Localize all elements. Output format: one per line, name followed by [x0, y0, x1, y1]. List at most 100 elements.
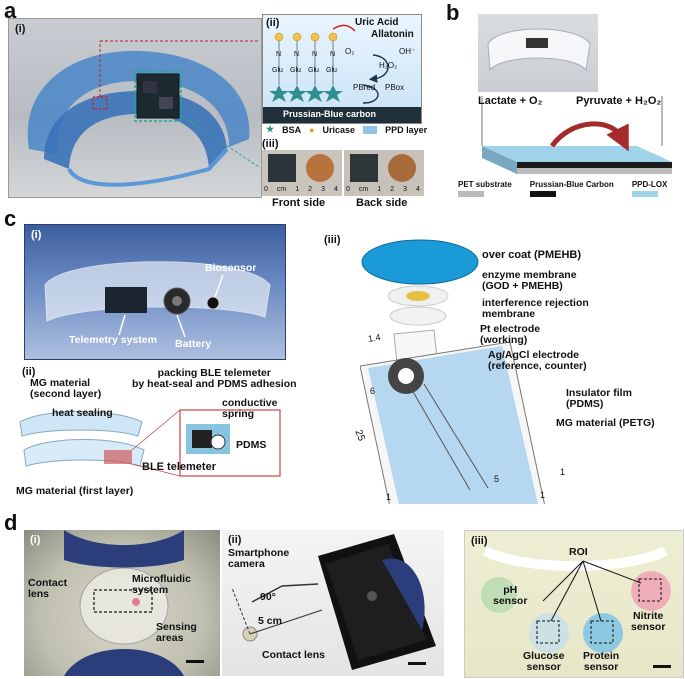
telemetry-illustration: [44, 261, 271, 338]
electrode-exploded-view: [360, 239, 545, 504]
telemetry-label: Telemetry system: [69, 334, 157, 346]
camera-label: Smartphone camera: [228, 547, 290, 571]
schematic-drawing: [263, 24, 421, 123]
panel-letter-a: a: [4, 0, 17, 23]
panel-c-i-label: (i): [31, 229, 42, 241]
dim-label: 1.4: [367, 331, 382, 345]
microfluidic-label: Microfluidic system: [132, 573, 191, 597]
insulator-label: Insulator film (PDMS): [566, 387, 632, 411]
packing-label: packing BLE telemeter by heat-seal and P…: [132, 367, 297, 391]
n-label: N: [312, 51, 318, 58]
legend-bsa: BSA: [282, 124, 302, 135]
mouthguard-b-photo: [478, 14, 598, 92]
panel-letter-c: c: [4, 206, 17, 231]
mg-first-label: MG material (first layer): [16, 485, 134, 497]
ppd-legend: PPD-LOX: [631, 180, 667, 197]
o2-label: O₂: [345, 47, 355, 56]
agcl-label: Ag/AgCl electrode (reference, counter): [488, 349, 587, 373]
n-label: N: [330, 51, 336, 58]
roi-label: ROI: [569, 546, 588, 558]
ble-label: BLE telemeter: [142, 461, 216, 473]
dim-label: 5: [494, 474, 500, 484]
layer-legend: PET substrate Prussian-Blue Carbon PPD-L…: [458, 180, 667, 197]
panel-letter-b: b: [446, 0, 460, 25]
battery-label: Battery: [175, 338, 212, 350]
glu-label: Glu: [308, 67, 319, 74]
smartphone-photo: (ii) Smartphone camera 90° 5 cm Contact …: [222, 530, 444, 676]
overcoat-label: over coat (PMEHB): [482, 249, 582, 261]
star-icon: ★: [266, 124, 275, 134]
panel-d-ii-label: (ii): [228, 534, 242, 546]
panel-d-iii-label: (iii): [471, 535, 488, 547]
circuit-board: [268, 154, 296, 182]
h2o2-label: H₂O₂: [379, 61, 398, 70]
sensor-illustration: [481, 546, 671, 668]
dim-label: 1: [540, 490, 546, 500]
glu-label: Glu: [326, 67, 337, 74]
telemetry-photo: (i) Biosensor Telemetry system Battery: [24, 224, 286, 360]
heat-sealing-label: heat sealing: [52, 407, 113, 419]
mg-second-label: MG material (second layer): [30, 377, 102, 401]
ph-sensor-label: pH sensor: [493, 584, 528, 608]
uric-acid-label: Uric Acid: [355, 17, 399, 28]
dim-label: 1: [560, 467, 566, 477]
dim-label: 6: [370, 386, 376, 396]
uricase-schematic: (ii) Uric Acid Allatonin O₂ H₂O₂ OH⁻: [262, 14, 422, 124]
mouthguard-photo: (i): [8, 18, 262, 198]
sensor-roi-photo: (iii) ROI pH sensor Nitrite sensor Gluco…: [464, 530, 684, 678]
distance-label: 5 cm: [258, 615, 282, 627]
protein-sensor-label: Protein sensor: [583, 650, 620, 674]
oh-label: OH⁻: [399, 47, 416, 56]
circle-icon: ●: [309, 124, 315, 135]
glu-label: Glu: [290, 67, 301, 74]
clear-mouthguard: [487, 28, 591, 72]
layer-stack: [481, 96, 672, 174]
circuit-board: [350, 154, 378, 182]
front-side-label: Front side: [272, 197, 326, 209]
pet-legend: PET substrate: [458, 180, 512, 197]
pbc-legend: Prussian-Blue Carbon: [529, 180, 614, 197]
spring-label: conductive spring: [222, 397, 278, 421]
mouthguard-illustration: [27, 40, 260, 187]
biosensor-label: Biosensor: [205, 262, 257, 274]
sensing-areas-label: Sensing areas: [156, 621, 197, 645]
panel-a-ii-label: (ii): [266, 17, 280, 29]
contact-lens-photo: (i) Contact lens Microfluidic system Sen…: [24, 530, 220, 676]
coin: [388, 154, 416, 182]
phone-illustration: [231, 534, 436, 670]
pb-red-label: PBred: [353, 83, 376, 92]
panel-a-i-label: (i): [15, 23, 26, 35]
mg-petg-label: MG material (PETG): [556, 417, 655, 429]
dim-label: 1: [386, 492, 392, 502]
glu-label: Glu: [272, 67, 283, 74]
panel-letter-d: d: [4, 510, 18, 535]
coin: [306, 154, 334, 182]
enzyme-label: enzyme membrane (GOD + PMEHB): [482, 269, 577, 293]
carbon-label: Prussian-Blue carbon: [283, 109, 377, 119]
glucose-sensor-label: Glucose sensor: [523, 650, 565, 674]
pdms-label: PDMS: [236, 439, 267, 451]
nitrite-sensor-label: Nitrite sensor: [631, 610, 666, 634]
contact-lens-label: Contact lens: [28, 577, 68, 601]
n-label: N: [294, 51, 300, 58]
back-side-label: Back side: [356, 197, 408, 209]
n-label: N: [276, 51, 282, 58]
lens-illustration: [64, 530, 204, 676]
pb-ox-label: PBox: [385, 83, 405, 92]
pyruvate-label: Pyruvate + H₂O₂: [576, 95, 662, 107]
contact-lens-2-label: Contact lens: [262, 649, 326, 661]
panel-c-ii-label: (ii): [22, 366, 36, 378]
schematic-legend: ★ BSA ● Uricase PPD layer: [266, 124, 427, 135]
legend-ppd: PPD layer: [385, 124, 428, 135]
legend-uricase: Uricase: [322, 124, 356, 135]
lactate-label: Lactate + O₂: [478, 95, 543, 107]
panel-d-i-label: (i): [30, 534, 41, 546]
packing-illustration: [19, 409, 281, 477]
panel-a-iii-label: (iii): [262, 138, 279, 150]
interference-label: interference rejection membrane: [482, 297, 589, 321]
angle-label: 90°: [260, 591, 276, 603]
